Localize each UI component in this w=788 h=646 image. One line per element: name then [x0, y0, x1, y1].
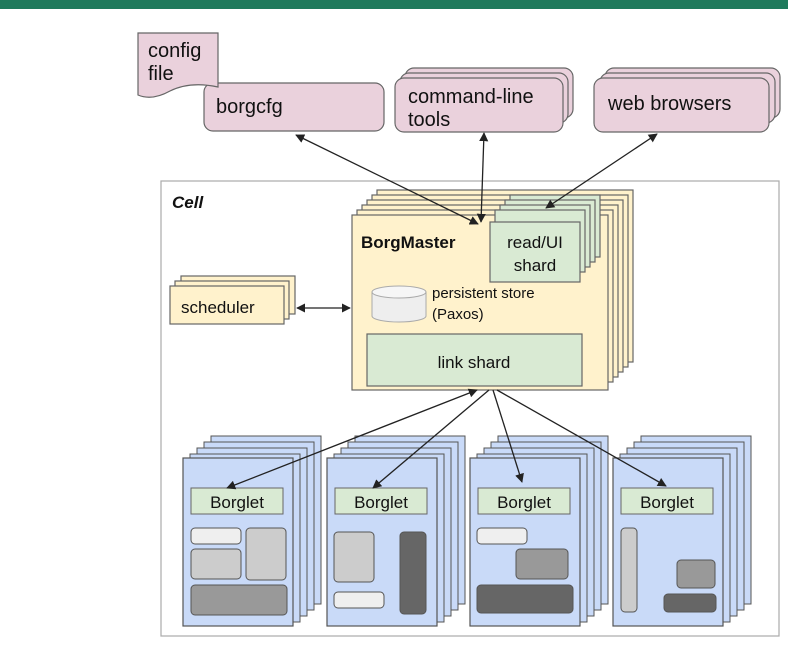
task-block [245, 527, 287, 581]
web-browsers-label: web browsers [607, 93, 731, 115]
web-browsers-box: web browsers [593, 67, 781, 133]
command-line-tools-box: command-line tools [394, 67, 574, 133]
edge-borgcfg-borgmaster [295, 134, 479, 225]
borgcfg-label: borgcfg [216, 96, 283, 118]
cell-label: Cell [172, 193, 204, 212]
command-line-tools-label-line1: command-line [408, 86, 534, 108]
link-shard-label: link shard [438, 353, 511, 372]
borglet-label-box [334, 487, 428, 515]
edge-linkshard-borglet-4 [496, 389, 667, 487]
link-shard [366, 333, 583, 387]
config-file-label-line1: config [148, 40, 201, 62]
connections [226, 132, 667, 490]
scheduler-label: scheduler [181, 298, 255, 317]
borglet-label-box [620, 487, 714, 515]
borglet-label-box [190, 487, 284, 515]
task-block [515, 548, 569, 580]
task-block [676, 559, 716, 589]
top-accent-bar [0, 0, 788, 9]
borglet-machine: Borglet [469, 435, 609, 627]
task-block [399, 531, 427, 615]
borglet-label: Borglet [497, 493, 551, 512]
borglet-label: Borglet [354, 493, 408, 512]
borglet-label: Borglet [640, 493, 694, 512]
borglet-label: Borglet [210, 493, 264, 512]
borgcfg-box: borgcfg [203, 82, 385, 132]
edge-linkshard-borglet-2 [372, 389, 490, 489]
task-block [663, 593, 717, 613]
borgmaster-title: BorgMaster [361, 233, 456, 252]
persistent-store-label-line1: persistent store [432, 285, 535, 302]
config-file-label-line2: file [148, 63, 174, 85]
borglet-machine: Borglet [326, 435, 466, 627]
edge-cli-borgmaster [476, 132, 489, 223]
task-block [620, 527, 638, 613]
borglet-label-box [477, 487, 571, 515]
task-block [190, 527, 242, 545]
task-block [190, 584, 288, 616]
read-ui-shard [489, 221, 581, 283]
read-ui-shard-label-line1: read/UI [507, 233, 563, 252]
database-icon [371, 285, 427, 323]
command-line-tools-label-line2: tools [408, 109, 450, 131]
config-file: config file [137, 32, 219, 98]
task-block [476, 584, 574, 614]
task-block [333, 531, 375, 583]
task-block [476, 527, 528, 545]
borglet-machine: Borglet [612, 435, 752, 627]
task-block [190, 548, 242, 580]
edge-linkshard-borglet-1 [226, 388, 478, 490]
persistent-store-label-line2: (Paxos) [432, 306, 484, 323]
borglet-machine: Borglet [182, 435, 322, 627]
edge-web-borgmaster [545, 133, 658, 209]
task-block [333, 591, 385, 609]
edge-linkshard-borglet-3 [492, 389, 524, 483]
scheduler-box: scheduler [169, 275, 296, 325]
read-ui-shard-label-line2: shard [514, 256, 557, 275]
